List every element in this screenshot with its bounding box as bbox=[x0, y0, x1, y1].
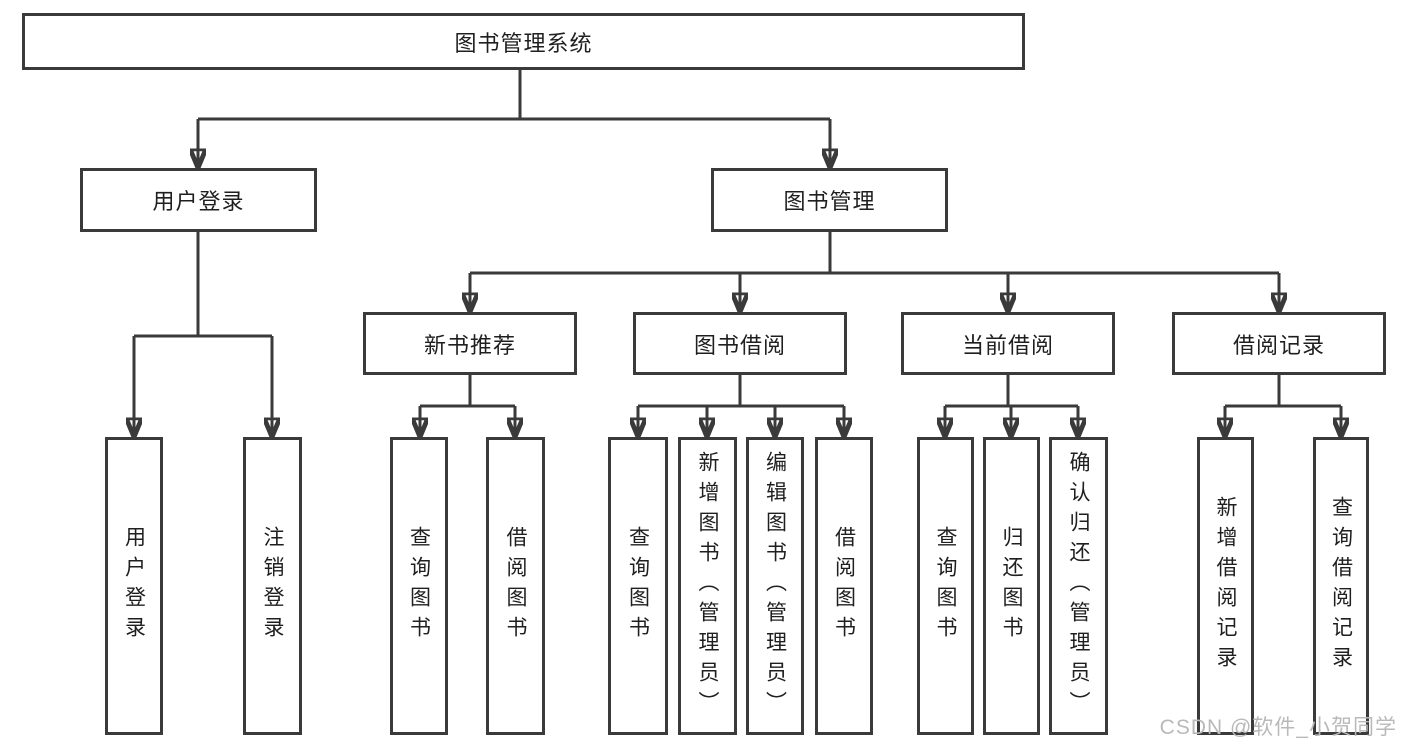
leaf-br-add-record-label: 新增借阅记录 bbox=[1214, 496, 1237, 676]
node-user-login-branch: 用户登录 bbox=[80, 168, 317, 232]
node-book-borrowing: 图书借阅 bbox=[633, 312, 847, 375]
node-root-label: 图书管理系统 bbox=[454, 30, 593, 56]
leaf-cb-confirm-return: 确认归还（管理员） bbox=[1049, 437, 1108, 735]
leaf-nb-borrow-books-label: 借阅图书 bbox=[504, 526, 527, 646]
connector-book-management-to-level3 bbox=[470, 232, 1279, 312]
node-book-management-label: 图书管理 bbox=[783, 189, 876, 214]
leaf-cb-confirm-return-label: 确认归还（管理员） bbox=[1067, 451, 1090, 721]
leaf-cb-return-books-label: 归还图书 bbox=[1000, 526, 1023, 646]
connector-book-borrowing-to-leaves bbox=[638, 375, 844, 437]
leaf-cb-query-books: 查询图书 bbox=[917, 437, 974, 735]
node-new-book-recommend-label: 新书推荐 bbox=[423, 332, 516, 358]
leaf-logout-label: 注销登录 bbox=[261, 526, 284, 646]
node-borrowing-records: 借阅记录 bbox=[1172, 312, 1386, 375]
node-current-borrowing: 当前借阅 bbox=[901, 312, 1115, 375]
node-current-borrowing-label: 当前借阅 bbox=[961, 332, 1054, 358]
leaf-nb-query-books: 查询图书 bbox=[390, 437, 448, 735]
leaf-br-query-record: 查询借阅记录 bbox=[1313, 437, 1369, 735]
leaf-bb-add-books-label: 新增图书（管理员） bbox=[696, 451, 719, 721]
leaf-user-login-label: 用户登录 bbox=[122, 526, 146, 646]
leaf-bb-borrow-books: 借阅图书 bbox=[815, 437, 873, 735]
node-book-borrowing-label: 图书借阅 bbox=[693, 332, 786, 358]
leaf-br-query-record-label: 查询借阅记录 bbox=[1329, 496, 1353, 676]
leaf-br-add-record: 新增借阅记录 bbox=[1197, 437, 1254, 735]
node-new-book-recommend: 新书推荐 bbox=[363, 312, 577, 375]
node-book-management: 图书管理 bbox=[711, 168, 948, 232]
leaf-bb-edit-books: 编辑图书（管理员） bbox=[746, 437, 804, 735]
node-user-login-branch-label: 用户登录 bbox=[152, 189, 245, 214]
leaf-bb-edit-books-label: 编辑图书（管理员） bbox=[763, 451, 787, 721]
connector-new-book-recommend-to-leaves bbox=[420, 375, 515, 437]
node-borrowing-records-label: 借阅记录 bbox=[1232, 332, 1325, 358]
leaf-nb-borrow-books: 借阅图书 bbox=[486, 437, 545, 735]
node-root: 图书管理系统 bbox=[22, 13, 1025, 70]
watermark: CSDN @软件_小贺同学 bbox=[1159, 716, 1397, 739]
leaf-bb-query-books: 查询图书 bbox=[608, 437, 668, 735]
leaf-bb-add-books: 新增图书（管理员） bbox=[678, 437, 737, 735]
leaf-user-login: 用户登录 bbox=[105, 437, 163, 735]
leaf-cb-return-books: 归还图书 bbox=[983, 437, 1040, 735]
leaf-bb-borrow-books-label: 借阅图书 bbox=[832, 526, 856, 646]
leaf-nb-query-books-label: 查询图书 bbox=[407, 526, 431, 646]
leaf-bb-query-books-label: 查询图书 bbox=[626, 526, 650, 646]
leaf-cb-query-books-label: 查询图书 bbox=[934, 526, 957, 646]
leaf-logout: 注销登录 bbox=[243, 437, 302, 735]
connector-root-to-level2 bbox=[198, 70, 830, 168]
connector-user-login-branch-to-leaves bbox=[134, 232, 272, 437]
connector-current-borrowing-to-leaves bbox=[945, 375, 1078, 437]
connector-borrowing-records-to-leaves bbox=[1225, 375, 1341, 437]
